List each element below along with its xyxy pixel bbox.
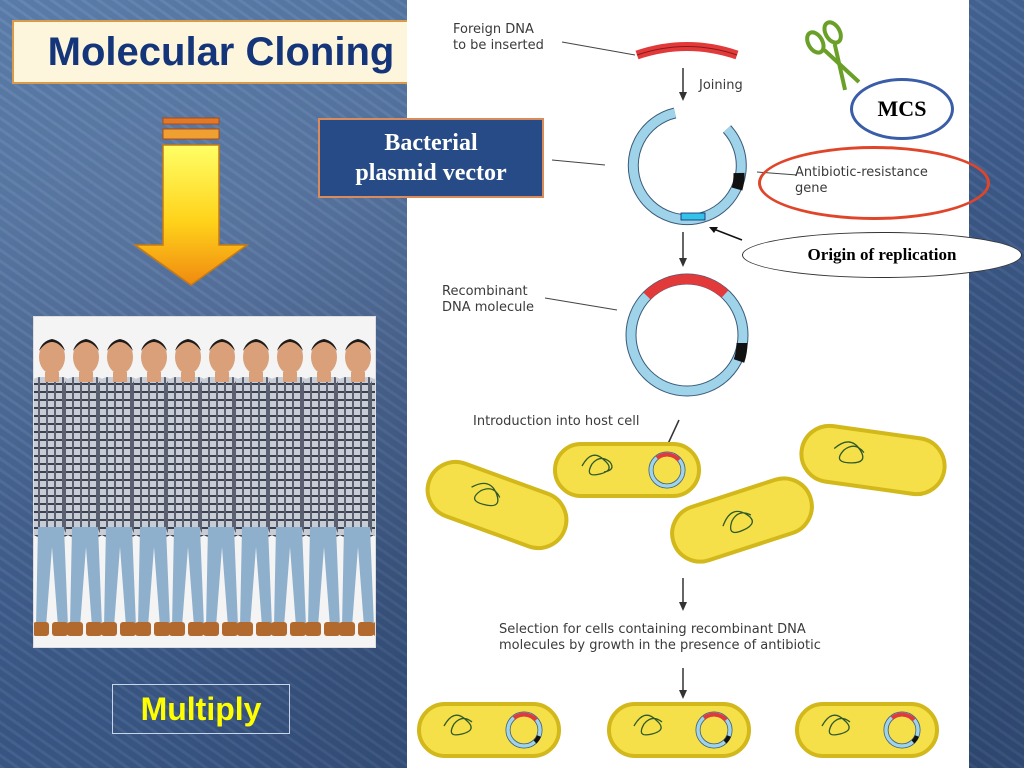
mcs-callout: MCS xyxy=(850,78,954,140)
bacterial-plasmid-vector-callout: Bacterial plasmid vector xyxy=(318,118,544,198)
slide-title: Molecular Cloning xyxy=(47,29,395,74)
scissors-icon xyxy=(805,20,861,91)
origin-of-replication-callout: Origin of replication xyxy=(742,232,1022,278)
multiply-box: Multiply xyxy=(112,684,290,734)
selection-label: Selection for cells containing recombina… xyxy=(499,622,821,653)
antibiotic-highlight-oval xyxy=(758,146,990,220)
origin-label: Origin of replication xyxy=(807,245,957,264)
clones-photo xyxy=(33,316,376,648)
recombinant-dna-label: Recombinant DNA molecule xyxy=(442,284,534,315)
vector-label: Bacterial plasmid vector xyxy=(355,130,507,186)
bacterial-cells-row1 xyxy=(425,423,947,564)
recombinant-plasmid xyxy=(625,273,749,397)
down-arrow-icon xyxy=(132,117,250,286)
plasmid-vector xyxy=(627,107,747,226)
cloning-diagram xyxy=(417,20,947,758)
mcs-label: MCS xyxy=(877,96,927,121)
foreign-dna-label: Foreign DNA to be inserted xyxy=(453,22,544,53)
introduction-label: Introduction into host cell xyxy=(473,414,640,429)
multiply-label: Multiply xyxy=(140,690,262,727)
bacterial-cells-selected xyxy=(417,702,939,758)
title-box: Molecular Cloning xyxy=(12,20,430,84)
joining-label: Joining xyxy=(699,78,743,93)
